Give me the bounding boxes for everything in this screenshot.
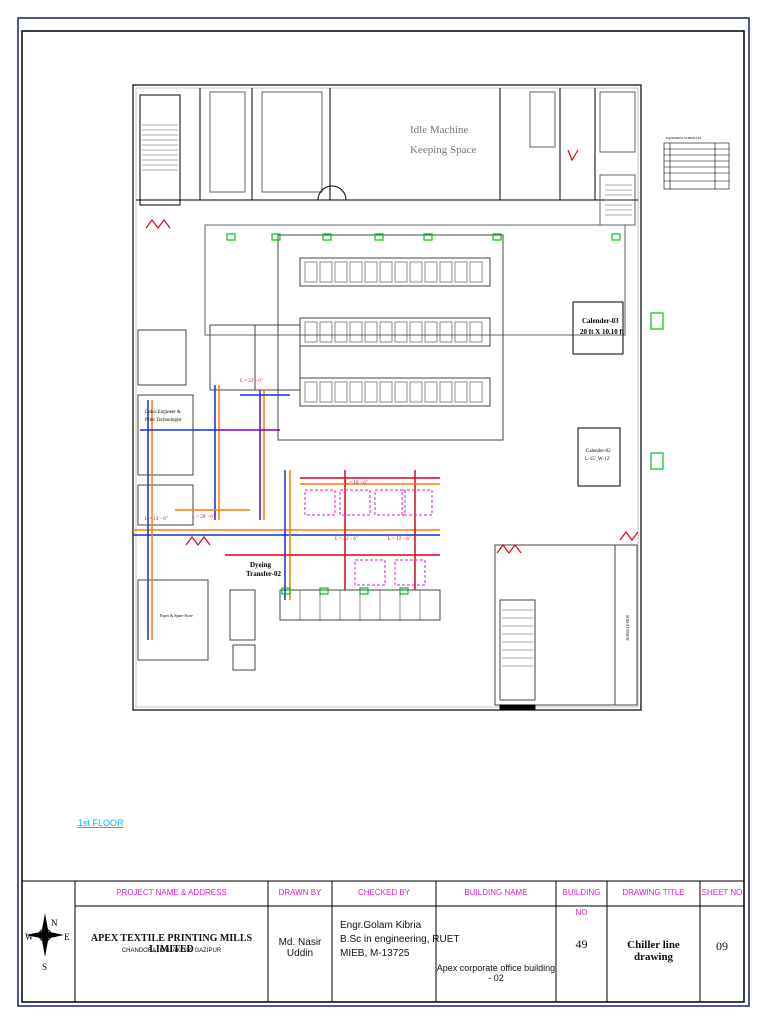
calender-02-label-2: L-15', W-12' xyxy=(585,457,610,462)
idle-machine-label-2: Keeping Space xyxy=(410,144,476,156)
building-name-value: Apex corporate office building - 02 xyxy=(436,963,556,983)
idle-machine-label-1: Idle Machine xyxy=(410,124,468,136)
color-engineer-label-1: Color Engineer & xyxy=(145,410,181,415)
compass-e: E xyxy=(64,932,70,942)
dyeing-label-1: Dyeing xyxy=(250,561,272,569)
building-name-header: BUILDING NAME xyxy=(464,888,528,897)
calender-03-label-1: Calender-03 xyxy=(582,317,619,325)
calender-03-label-2: 20 ft X 10.10 ft xyxy=(580,328,625,336)
inner-border xyxy=(21,30,745,1003)
chiller-pipes xyxy=(133,385,440,640)
sub-station-label: SUB-STATION xyxy=(625,615,630,641)
flex-connectors xyxy=(145,149,639,554)
color-engineer-label-2: Print Technologist xyxy=(145,418,182,423)
drawn-by-value: Md. Nasir Uddin xyxy=(278,937,322,959)
calender-02-label-1: Calender-02 xyxy=(586,449,611,454)
company-address: CHANDORA, KALIAKOIR, GAZIPUR xyxy=(121,948,222,954)
floor-plan xyxy=(132,84,642,711)
company-name: APEX TEXTILE PRINTING MILLS LIMITED xyxy=(90,933,253,955)
compass-n: N xyxy=(51,918,58,928)
title-block: PROJECT NAME & ADDRESS DRAWN BY CHECKED … xyxy=(22,881,744,1002)
building-no-value: 49 xyxy=(575,937,588,951)
dimension-1: L = 10' - 6" xyxy=(345,481,368,486)
project-header: PROJECT NAME & ADDRESS xyxy=(116,888,227,897)
ahu-units xyxy=(304,489,433,586)
drawing-title-header: DRAWING TITLE xyxy=(622,888,685,897)
paper-store-label: Paper & Spare Store xyxy=(160,613,193,618)
dyeing-label-2: Transfer-02 xyxy=(246,570,281,578)
checked-by-header: CHECKED BY xyxy=(357,888,410,897)
sheet-no-value: 09 xyxy=(716,939,728,953)
checked-by-line-1: Engr.Golam Kibria xyxy=(340,920,422,931)
north-arrow-icon: N S E W xyxy=(25,913,70,972)
dimension-5: L = 21' - 6" xyxy=(335,537,358,542)
drawing-title-value: Chiller line drawing xyxy=(627,939,680,963)
drawn-by-header: DRAWN BY xyxy=(278,888,322,897)
floor-label: 1st FLOOR xyxy=(78,818,124,828)
dimension-6: L = 14' - 6" xyxy=(145,517,168,522)
checked-by-line-3: MIEB, M-13725 xyxy=(340,948,410,959)
fcu-markers xyxy=(226,233,664,595)
compass-w: W xyxy=(25,932,34,942)
building-no-header: BUILDING NO xyxy=(562,888,601,917)
checked-by-line-2: B.Sc in engineering, RUET xyxy=(340,934,460,945)
equipment-schedule-title: EQUIPMENT SCHEDULES xyxy=(666,136,702,140)
dimension-4: L = 20' - 6" xyxy=(192,515,215,520)
compass-s: S xyxy=(42,962,47,972)
dimension-3: L = 12' - 6" xyxy=(388,537,411,542)
dimension-2: L = 22' - 6" xyxy=(240,379,263,384)
sheet-no-header: SHEET NO xyxy=(701,888,743,897)
title-block-grid xyxy=(21,880,745,1003)
equipment-schedule-table xyxy=(663,142,730,190)
outer-border xyxy=(17,17,750,1007)
plan-labels: Idle Machine Keeping Space Calender-03 2… xyxy=(145,124,702,641)
